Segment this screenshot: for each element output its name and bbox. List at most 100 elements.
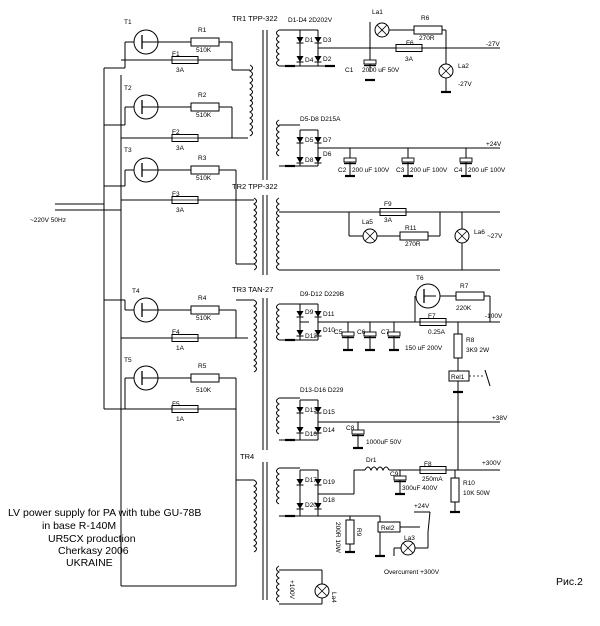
d1-label: D1 — [305, 37, 314, 44]
d16-label: D16 — [305, 431, 317, 438]
diode-d8 — [296, 156, 304, 164]
r9-label: R9 — [355, 528, 362, 537]
minus27v-output: C1 2000 uF 50V La1 R6 270R F6 3A La2 -27… — [345, 9, 500, 94]
la6-label: La6 — [474, 229, 485, 236]
f6-label: F6 — [406, 40, 414, 47]
diode-d7 — [314, 136, 322, 144]
rectifier-d17-d20: D17 D20 D19 D18 Dr1 C9 300uF 400V F8 250… — [279, 392, 502, 576]
plus100v-output: La4 +100V — [279, 569, 337, 605]
output-ac27v: ~27V — [487, 233, 503, 240]
d19-label: D19 — [323, 479, 335, 486]
c3-label: C3 — [396, 167, 405, 174]
switch-t3-label: T3 — [124, 147, 132, 154]
la1-label: La1 — [372, 9, 383, 16]
r1-value: 510K — [196, 47, 212, 54]
lamp-la1 — [374, 22, 390, 38]
f4-label: F4 — [172, 329, 180, 336]
caption-block: LV power supply for PA with tube GU-78B … — [8, 507, 201, 569]
diode-d16 — [296, 426, 304, 434]
diode-d9 — [296, 310, 304, 318]
caption-line-1: LV power supply for PA with tube GU-78B — [8, 507, 201, 519]
mains-label: ~220V 50Hz — [30, 217, 66, 224]
lamp-la6 — [454, 228, 470, 244]
d3-label: D3 — [323, 37, 332, 44]
transformer-tr3: TR3 TAN-27 T4 R4 510K F4 1A — [104, 285, 280, 450]
tr3-label: TR3 TAN-27 — [232, 285, 273, 294]
f3-value: 3A — [176, 207, 185, 214]
resistor-r10 — [450, 477, 460, 503]
f1-label: F1 — [172, 51, 180, 58]
d7-label: D7 — [323, 137, 332, 144]
d15-label: D15 — [323, 409, 335, 416]
resistor-r9 — [345, 519, 355, 545]
choke-dr1 — [364, 466, 390, 472]
transformer-tr2: TR2 TPP-322 La5 R11 270R F9 3A La6 ~27V — [232, 182, 503, 275]
r11-value: 270R — [405, 241, 421, 248]
c4-value: 200 uF 100V — [468, 167, 506, 174]
output-plus38v: +38V — [492, 415, 508, 422]
d2-label: D2 — [323, 56, 332, 63]
resistor-r8 — [453, 333, 463, 359]
d18-label: D18 — [323, 497, 335, 504]
diode-d11 — [314, 310, 322, 318]
r6-value: 270R — [419, 35, 435, 42]
f7-label: F7 — [428, 313, 436, 320]
r2-label: R2 — [198, 92, 207, 99]
c3-value: 200 uF 100V — [410, 167, 448, 174]
f2-value: 3A — [176, 145, 185, 152]
resistor-r5 — [190, 373, 220, 383]
rel2-label: Rel2 — [381, 525, 395, 532]
output-minus27v: -27V — [486, 41, 500, 48]
c2-value: 200 uF 100V — [352, 167, 390, 174]
g2-label: D5-D8 D215A — [300, 116, 341, 123]
d11-label: D11 — [323, 311, 335, 318]
diode-d20 — [296, 502, 304, 510]
output-minus100v: -100V — [485, 313, 503, 320]
d10-label: D10 — [323, 327, 335, 334]
figure-label: Рис.2 — [556, 576, 583, 588]
output-plus24v-b: +24V — [414, 503, 430, 510]
d14-label: D14 — [323, 427, 335, 434]
r10-label: R10 — [463, 480, 475, 487]
c8-label: C8 — [346, 425, 355, 432]
tr1-primary-circuits: T1 R1 510K F1 3A T2 R2 510K F2 3A — [104, 19, 254, 265]
rectifier-d5-d8: D5-D8 D215A D5 D8 D7 D6 C2 200 uF 100V C… — [279, 116, 506, 178]
g1-label: D1-D4 2D202V — [288, 17, 333, 24]
diode-d13 — [296, 406, 304, 414]
diode-d1 — [296, 36, 304, 44]
caption-line-4: Cherkasy 2006 — [58, 545, 129, 557]
g4-label: D13-D16 D229 — [300, 387, 344, 394]
c1-label: C1 — [345, 67, 354, 74]
overcurrent-label: Overcurrent +300V — [384, 569, 440, 576]
f8-value: 250mA — [422, 476, 443, 483]
f2-label: F2 — [172, 129, 180, 136]
r1-label: R1 — [198, 27, 207, 34]
c567-value: 150 uF 200V — [405, 345, 443, 352]
la5-label: La5 — [362, 219, 373, 226]
c1-value: 2000 uF 50V — [362, 67, 400, 74]
d6-label: D6 — [323, 151, 332, 158]
c9-label: C9 — [390, 471, 399, 478]
r6-label: R6 — [421, 15, 430, 22]
c4-label: C4 — [454, 167, 463, 174]
tr4-label: TR4 — [240, 452, 254, 461]
r9-value: 200R 10W — [334, 522, 341, 554]
lamp-la5 — [362, 228, 378, 244]
r7-value: 220K — [456, 305, 472, 312]
f9-value: 3A — [384, 217, 393, 224]
r7-label: R7 — [460, 283, 469, 290]
d17-label: D17 — [305, 477, 317, 484]
f8-label: F8 — [424, 461, 432, 468]
r3-value: 510K — [196, 175, 212, 182]
d8-label: D8 — [305, 157, 314, 164]
r5-label: R5 — [198, 363, 207, 370]
switch-t5-label: T5 — [124, 357, 132, 364]
switch-t2-label: T2 — [124, 85, 132, 92]
c8-value: 1000uF 50V — [366, 439, 402, 446]
f4-value: 1A — [176, 345, 185, 352]
d4-label: D4 — [305, 57, 314, 64]
diode-d4 — [296, 55, 304, 63]
resistor-r1 — [190, 37, 220, 47]
c9-value: 300uF 400V — [402, 485, 438, 492]
